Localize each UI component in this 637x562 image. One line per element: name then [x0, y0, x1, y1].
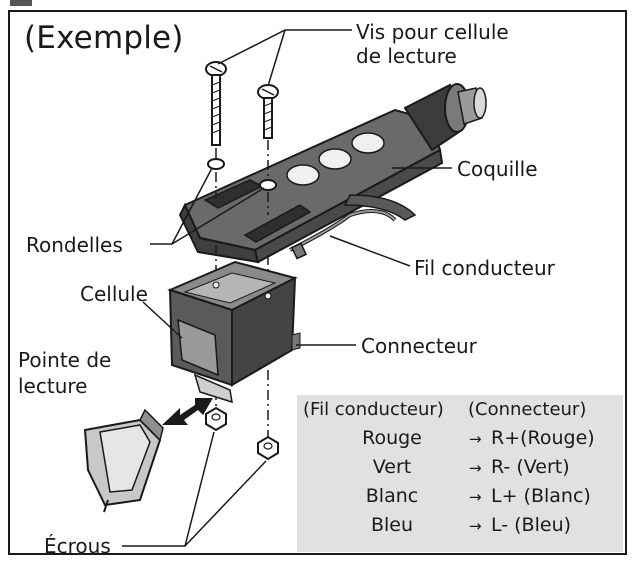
screw-left	[205, 61, 227, 146]
screw-right	[257, 84, 279, 139]
label-washers: Rondelles	[26, 233, 123, 257]
arrow-icon: →	[469, 430, 482, 448]
label-cartridge: Cellule	[80, 282, 148, 306]
connector-pin: R- (Vert)	[491, 456, 570, 478]
diagram-title: (Exemple)	[24, 20, 184, 56]
wire-color: Vert	[372, 456, 412, 478]
table-row: Bleu → L- (Bleu)	[297, 514, 623, 542]
label-stylus-line1: Pointe de	[18, 348, 112, 372]
arrow-icon: →	[469, 459, 482, 477]
wire-color: Bleu	[370, 514, 414, 536]
label-screws-line1: Vis pour cellule	[356, 20, 509, 44]
connector-pin: R+(Rouge)	[491, 427, 595, 449]
wiring-table-header: (Fil conducteur) (Connecteur)	[297, 397, 623, 425]
label-screws-line2: de lecture	[356, 44, 457, 68]
connector-pin: L+ (Blanc)	[491, 485, 591, 507]
headshell	[178, 83, 487, 264]
nut-left	[205, 406, 227, 432]
wire-color: Blanc	[365, 485, 419, 507]
label-nuts: Écrous	[44, 534, 111, 558]
table-row: Blanc → L+ (Blanc)	[297, 485, 623, 513]
header-lead-wire: (Fil conducteur)	[303, 399, 444, 420]
label-connector: Connecteur	[361, 334, 477, 358]
arrow-icon: →	[469, 517, 482, 535]
top-edge	[0, 0, 637, 8]
header-connector: (Connecteur)	[468, 399, 587, 420]
table-row: Rouge → R+(Rouge)	[297, 427, 623, 455]
stylus	[83, 408, 164, 513]
connector-pin: L- (Bleu)	[491, 514, 572, 536]
label-stylus-line2: lecture	[18, 374, 88, 398]
wire-color: Rouge	[362, 427, 422, 449]
cartridge	[167, 260, 301, 404]
arrow-icon: →	[469, 488, 482, 506]
nut-right	[257, 435, 279, 461]
label-headshell: Coquille	[457, 157, 538, 181]
wiring-table: (Fil conducteur) (Connecteur) Rouge → R+…	[297, 395, 623, 552]
table-row: Vert → R- (Vert)	[297, 456, 623, 484]
corner-mark	[10, 0, 32, 6]
label-lead-wire: Fil conducteur	[414, 256, 555, 280]
